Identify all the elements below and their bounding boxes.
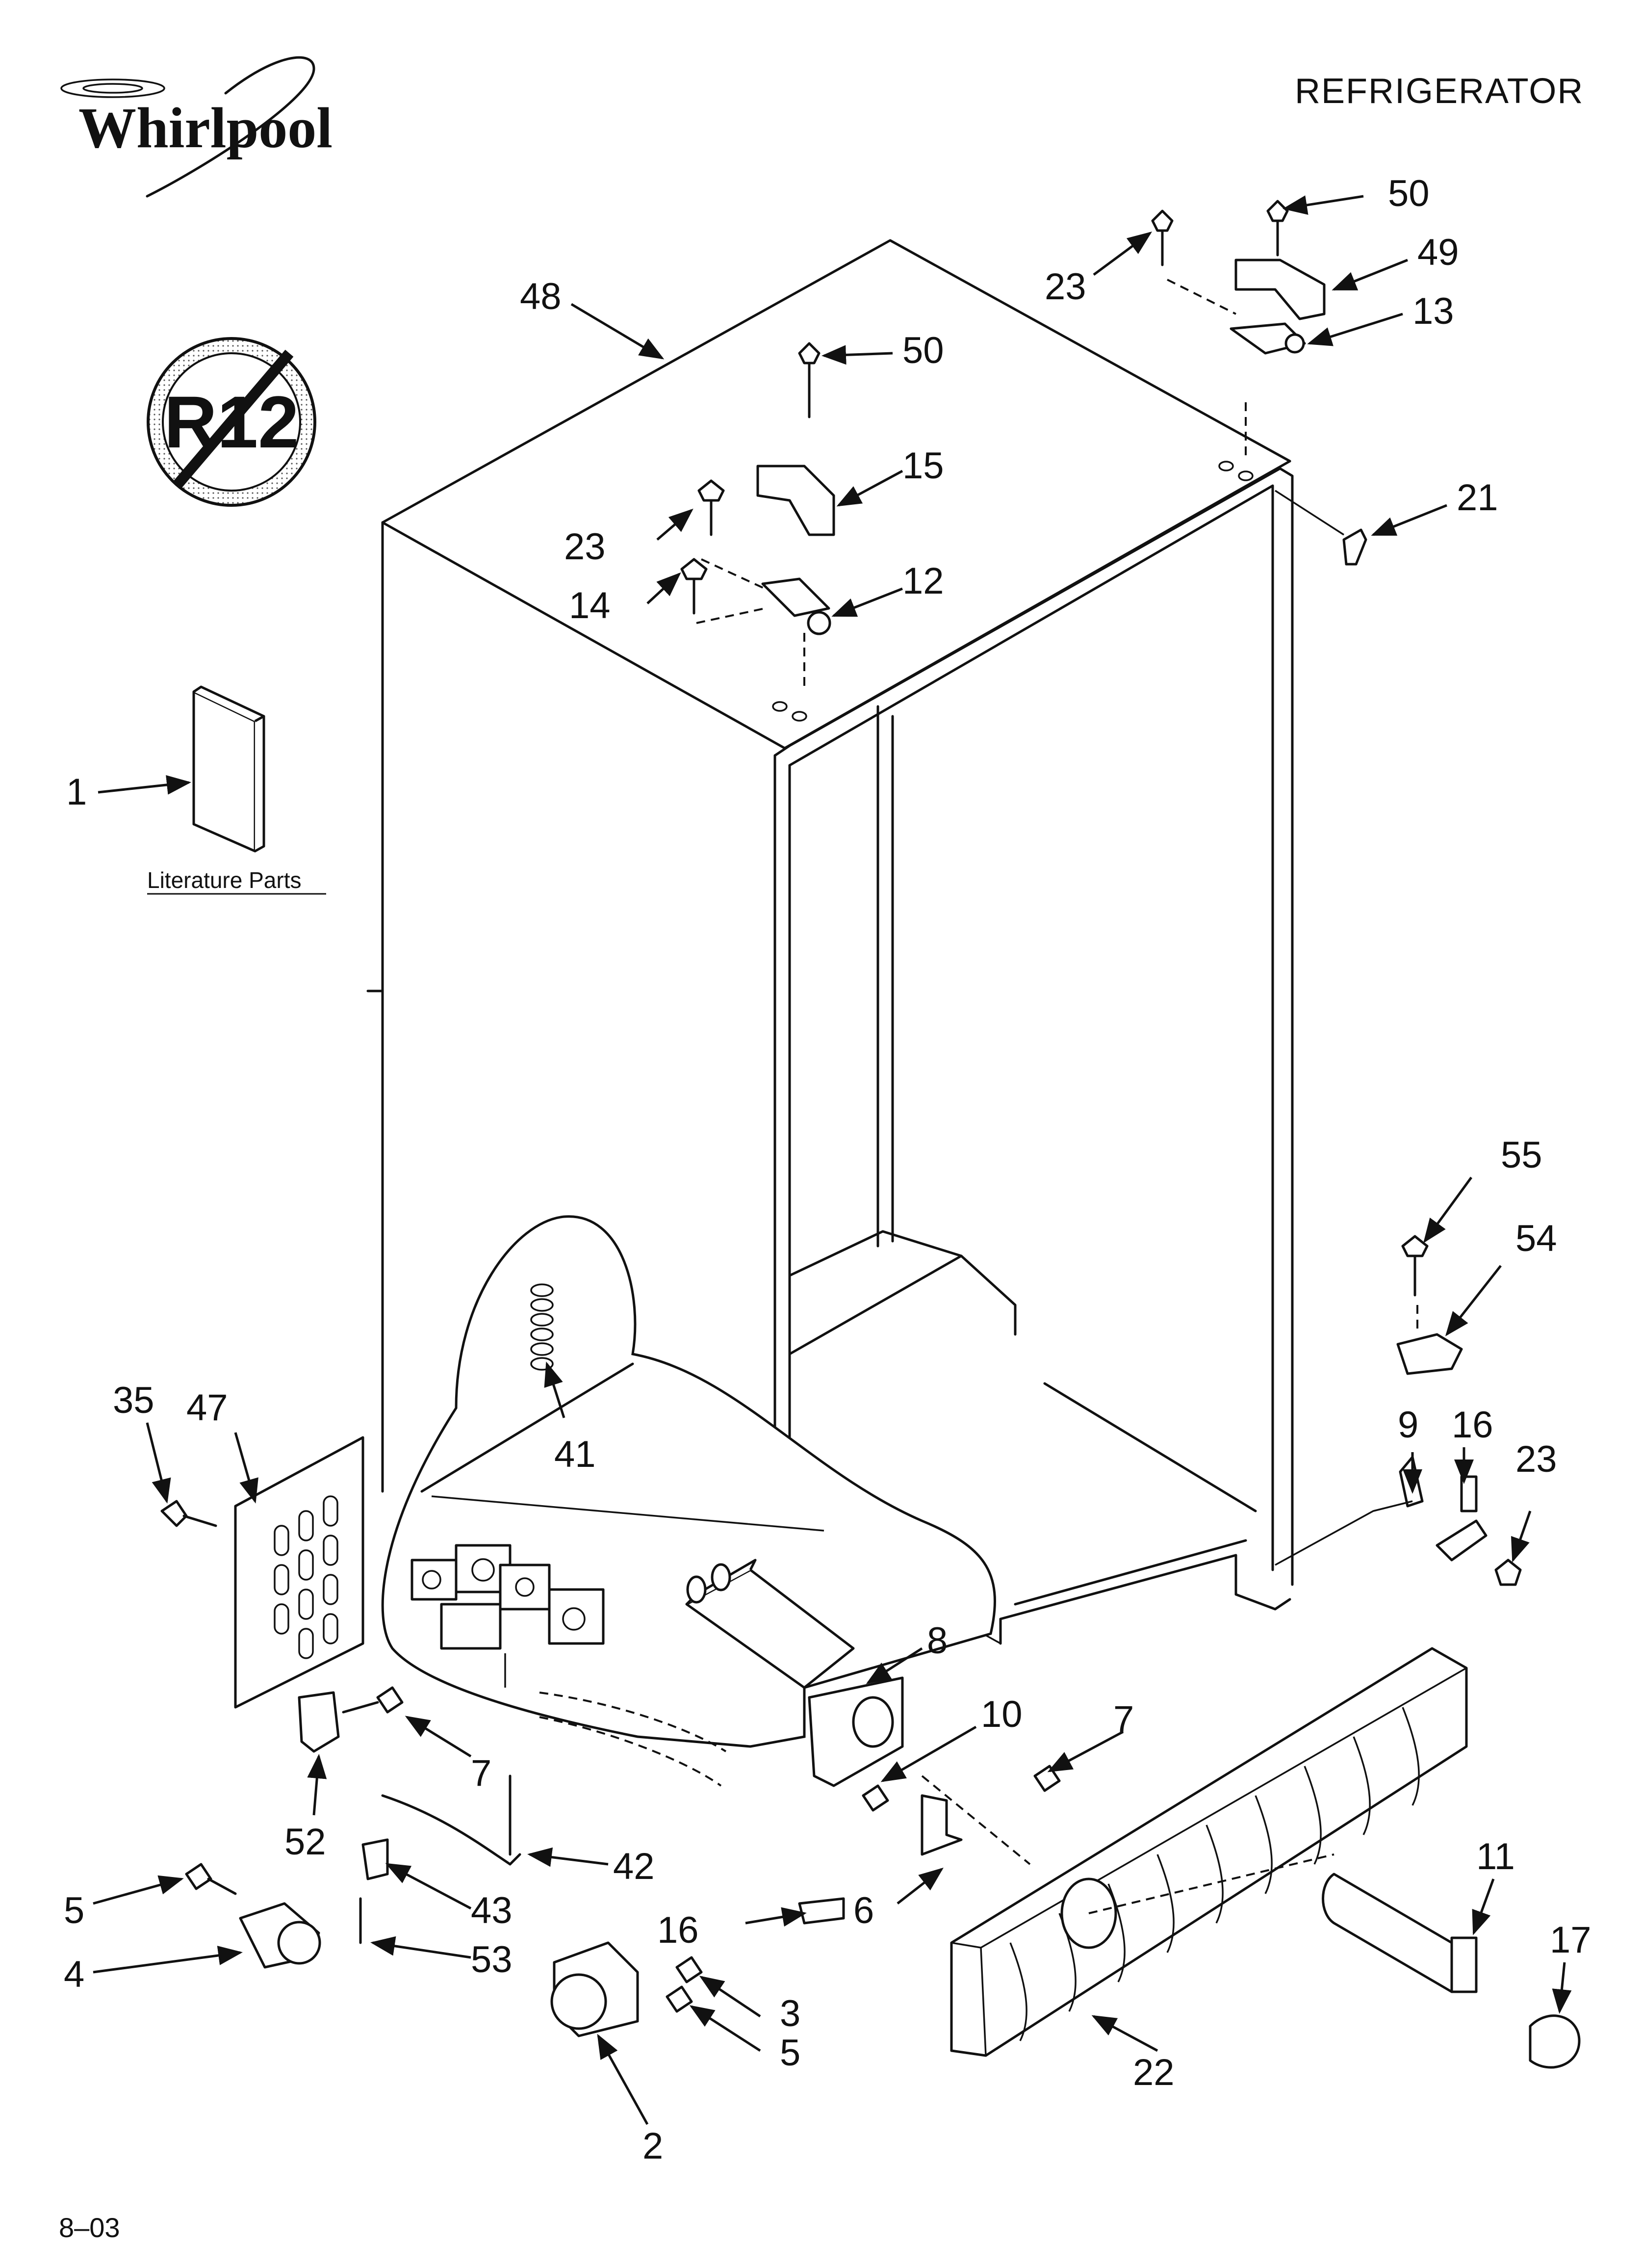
screw-50-icon (798, 342, 821, 365)
callout-43: 43 (471, 1890, 513, 1931)
callout-2: 2 (642, 2125, 663, 2167)
callout-15: 15 (902, 445, 944, 487)
upper-hinge-fresh-food (1151, 200, 1367, 566)
callout-7-right: 7 (1113, 1698, 1134, 1740)
callout-labels: 1 48 50 15 23 14 12 50 49 23 13 21 55 54… (64, 173, 1591, 2167)
logo-swirl-icon (60, 78, 165, 98)
cutaway-machine-compartment (381, 1215, 996, 1787)
page-code: 8–03 (59, 2212, 120, 2243)
callout-13: 13 (1412, 290, 1454, 332)
callout-4: 4 (64, 1954, 84, 1995)
callout-41: 41 (554, 1434, 596, 1475)
control-valves-icon (410, 1544, 605, 1688)
callout-53: 53 (471, 1939, 513, 1981)
callout-5-left: 5 (64, 1890, 84, 1931)
rear-access-cover (160, 1436, 364, 1709)
callout-17: 17 (1550, 1919, 1591, 1961)
callout-21: 21 (1457, 477, 1498, 519)
callout-54: 54 (1515, 1218, 1557, 1259)
page-title: REFRIGERATOR (1295, 72, 1584, 111)
callout-52: 52 (284, 1821, 326, 1863)
no-r12-badge: R12 (147, 337, 316, 507)
base-grille (950, 1647, 1468, 2057)
callout-10: 10 (981, 1694, 1023, 1735)
callout-1: 1 (66, 771, 87, 813)
screw-35-icon (160, 1500, 188, 1527)
callout-23-freezer: 23 (564, 526, 606, 568)
callout-23-lower: 23 (1515, 1438, 1557, 1480)
callout-16-right: 16 (1452, 1404, 1493, 1446)
callout-50-freezer: 50 (902, 330, 944, 371)
callout-12: 12 (902, 560, 944, 602)
callout-22: 22 (1133, 2052, 1175, 2093)
water-filter (1322, 1873, 1581, 2069)
literature-booklet: Literature Parts (147, 685, 326, 895)
callout-11: 11 (1476, 1836, 1515, 1877)
water-tube-coil-icon (530, 1283, 554, 1371)
callout-48: 48 (520, 276, 562, 317)
lower-parts-left (185, 1686, 1061, 2037)
callout-47: 47 (186, 1387, 228, 1429)
fill-tube-assembly (685, 1559, 904, 1787)
whirlpool-logo: Whirlpool (60, 56, 333, 198)
callout-8: 8 (927, 1620, 948, 1662)
callout-14: 14 (569, 585, 611, 626)
callout-leaders (93, 195, 1572, 2125)
callout-35: 35 (113, 1380, 154, 1421)
callout-49: 49 (1417, 232, 1459, 273)
callout-9: 9 (1398, 1404, 1418, 1446)
filter-cap-icon (1529, 2014, 1581, 2069)
callout-3: 3 (780, 1993, 800, 2034)
brand-logo-text: Whirlpool (78, 96, 333, 160)
callout-23-fresh: 23 (1045, 266, 1086, 308)
callout-7-left: 7 (471, 1752, 491, 1794)
callout-6: 6 (853, 1890, 874, 1931)
callout-50-fresh: 50 (1388, 173, 1430, 214)
plug-21-icon (1342, 528, 1367, 566)
upper-hinge-freezer (680, 342, 835, 722)
callout-16-left: 16 (657, 1909, 699, 1951)
callout-42: 42 (613, 1846, 655, 1887)
callout-5-right: 5 (780, 2032, 800, 2074)
literature-parts-label: Literature Parts (147, 867, 301, 893)
callout-55: 55 (1501, 1134, 1542, 1176)
